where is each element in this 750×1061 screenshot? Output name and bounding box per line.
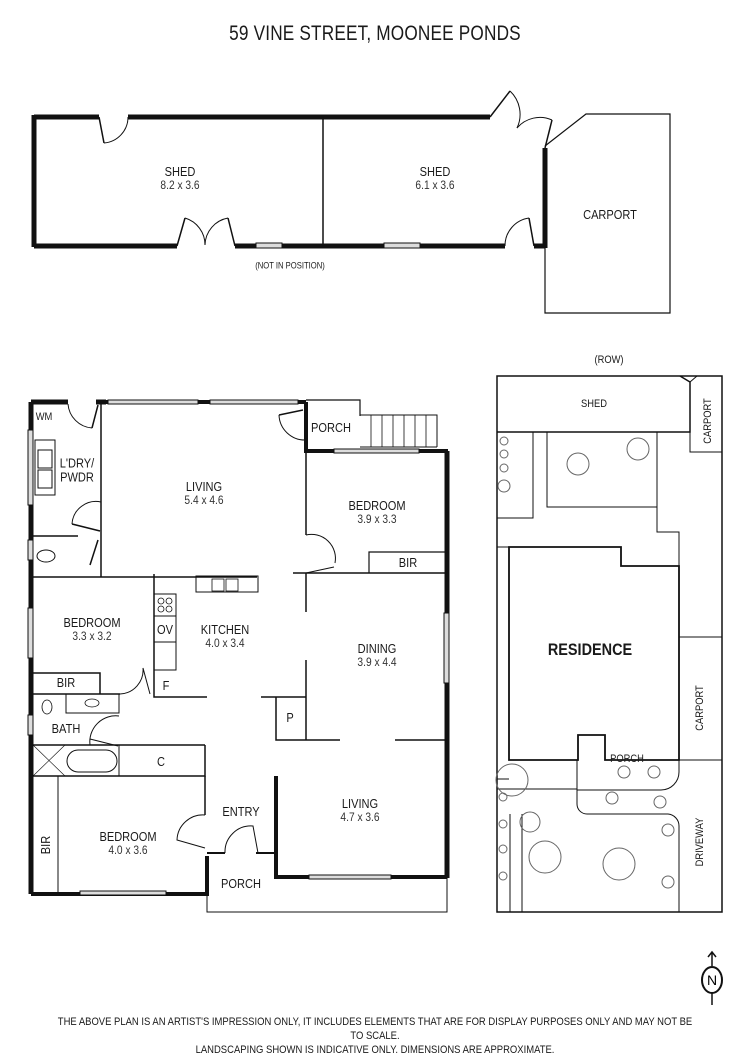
room-name: DINING [357, 640, 397, 656]
site-carport-top-label: CARPORT [702, 398, 715, 444]
room-name: ENTRY [222, 804, 260, 820]
room-name: P [286, 710, 294, 726]
outbuildings-walls [31, 90, 671, 314]
room-name: BEDROOM [348, 497, 406, 513]
washing-machine-label: WM [35, 411, 53, 424]
rear-porch-label: PORCH [311, 421, 351, 435]
north-compass: N [698, 950, 726, 1005]
pantry-label: P [286, 711, 293, 725]
room-dimensions: 4.7 x 3.6 [340, 809, 380, 824]
residence-label: RESIDENCE [547, 640, 633, 660]
disclaimer-line-2: LANDSCAPING SHOWN IS INDICATIVE ONLY. DI… [195, 1043, 555, 1056]
room-name: L'DRY/ [59, 455, 95, 471]
not-in-position-note: (NOT IN POSITION) [255, 260, 325, 271]
north-arrow-icon: N [701, 950, 723, 1005]
carport-label: CARPORT [583, 208, 637, 222]
room-dimensions: 4.0 x 3.4 [205, 635, 245, 650]
room-name: CARPORT [583, 207, 637, 223]
living-2-label: LIVING 4.7 x 3.6 [340, 797, 379, 823]
room-dimensions: 5.4 x 4.6 [184, 492, 224, 507]
room-name: BIR [38, 835, 54, 855]
room-name: F [162, 678, 170, 694]
room-name: BIR [398, 555, 418, 571]
room-dimensions: 3.9 x 3.3 [357, 511, 397, 526]
site-shed-label: SHED [581, 398, 607, 411]
laundry-label: L'DRY/ PWDR [60, 456, 94, 483]
bedroom-2-label: BEDROOM 3.3 x 3.2 [63, 616, 120, 642]
room-name: BEDROOM [63, 614, 121, 630]
house-walls [27, 399, 450, 913]
dining-label: DINING 3.9 x 4.4 [357, 642, 396, 668]
living-1-label: LIVING 5.4 x 4.6 [184, 480, 223, 506]
landscaping [495, 436, 675, 889]
bir-1-label: BIR [399, 556, 417, 570]
room-name: C [157, 754, 165, 770]
room-name: OV [157, 622, 173, 638]
bir-3-label: BIR [38, 835, 54, 855]
room-name: BATH [51, 721, 81, 737]
room-name: PWDR [60, 469, 94, 484]
cupboard-label: C [157, 755, 165, 769]
room-name: KITCHEN [200, 621, 250, 637]
room-name: LIVING [185, 478, 223, 494]
bedroom-1-label: BEDROOM 3.9 x 3.3 [348, 499, 405, 525]
fridge-label: F [163, 679, 170, 693]
site-porch-label: PORCH [610, 753, 644, 766]
room-name: PORCH [311, 420, 351, 436]
bedroom-3-label: BEDROOM 4.0 x 3.6 [99, 830, 156, 856]
room-name: SHED [419, 163, 451, 179]
room-dimensions: 6.1 x 3.6 [415, 177, 455, 192]
driveway-label: DRIVEWAY [694, 817, 707, 867]
room-name: SHED [164, 163, 196, 179]
kitchen-label: KITCHEN 4.0 x 3.4 [201, 623, 250, 649]
shed-2-label: SHED 6.1 x 3.6 [415, 165, 454, 191]
site-carport-side-label: CARPORT [694, 685, 707, 731]
room-dimensions: 3.9 x 4.4 [357, 654, 397, 669]
room-name: PORCH [221, 876, 261, 892]
front-porch-label: PORCH [221, 877, 261, 891]
shed-1-label: SHED 8.2 x 3.6 [160, 165, 199, 191]
page-title: 59 VINE STREET, MOONEE PONDS [229, 22, 521, 45]
row-label: (ROW) [594, 354, 624, 367]
room-dimensions: 8.2 x 3.6 [160, 177, 200, 192]
room-dimensions: 3.3 x 3.2 [72, 628, 112, 643]
room-name: BIR [56, 675, 76, 691]
disclaimer-line-1: THE ABOVE PLAN IS AN ARTIST'S IMPRESSION… [57, 1016, 693, 1042]
site-plan-lines [496, 375, 723, 913]
bath-label: BATH [52, 722, 81, 736]
oven-label: OV [157, 623, 173, 637]
bir-2-label: BIR [57, 676, 75, 690]
room-name: BEDROOM [99, 828, 157, 844]
entry-label: ENTRY [222, 805, 259, 819]
room-dimensions: 4.0 x 3.6 [108, 842, 148, 857]
disclaimer: THE ABOVE PLAN IS AN ARTIST'S IMPRESSION… [53, 1016, 698, 1057]
svg-text:N: N [707, 972, 717, 988]
room-name: LIVING [341, 795, 379, 811]
